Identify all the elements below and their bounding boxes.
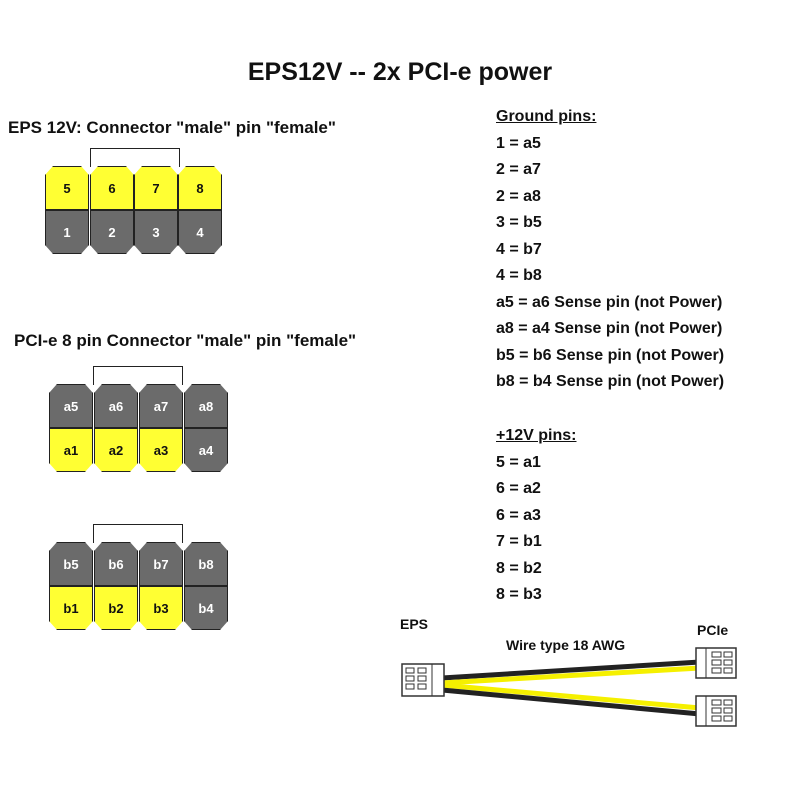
eps-pin-1: 1 — [45, 210, 89, 254]
pcie-pin-a8: a8 — [184, 384, 228, 428]
pcie-pin-b7: b7 — [139, 542, 183, 586]
pcie-pin-a7: a7 — [139, 384, 183, 428]
wires — [441, 659, 701, 717]
list-item: 2 = a8 — [496, 187, 541, 205]
pcie-pin-a1: a1 — [49, 428, 93, 472]
pcie-pin-b3: b3 — [139, 586, 183, 630]
list-item: b5 = b6 Sense pin (not Power) — [496, 346, 725, 364]
eps-pin-3: 3 — [134, 210, 178, 254]
pcie-b-latch — [93, 524, 183, 543]
eps-heading: EPS 12V: Connector "male" pin "female" — [8, 118, 336, 137]
cable-pcie-label: PCIe — [697, 622, 729, 638]
list-item: 5 = a1 — [496, 453, 541, 471]
pcie-pin-a6: a6 — [94, 384, 138, 428]
list-item: 8 = b2 — [496, 559, 542, 577]
list-item: 8 = b3 — [496, 586, 542, 603]
pcie-heading: PCI-e 8 pin Connector "male" pin "female… — [14, 331, 357, 350]
plus12v-pins-header: +12V pins: — [496, 427, 577, 444]
eps-pin-8: 8 — [178, 166, 222, 210]
eps-pin-6: 6 — [90, 166, 134, 210]
list-item: 6 = a2 — [496, 480, 541, 497]
pcie-plug-icon — [695, 647, 737, 679]
pcie-pin-a5: a5 — [49, 384, 93, 428]
eps-plug-icon — [401, 663, 445, 697]
plus12v-pins-list: +12V pins: 5 = a1 6 = a2 6 = a3 7 = b1 8… — [496, 423, 576, 609]
list-item: 1 = a5 — [496, 134, 541, 152]
list-item: a8 = a4 Sense pin (not Power) — [496, 320, 723, 337]
list-item: 7 = b1 — [496, 533, 542, 550]
eps-pin-5: 5 — [45, 166, 89, 210]
list-item: 2 = a7 — [496, 161, 541, 178]
eps-connector: 5 6 7 8 1 2 3 4 — [44, 146, 224, 256]
pcie-pin-b6: b6 — [94, 542, 138, 586]
list-item: b8 = b4 Sense pin (not Power) — [496, 373, 725, 390]
list-item: a5 = a6 Sense pin (not Power) — [496, 293, 723, 311]
list-item: 4 = b8 — [496, 267, 542, 284]
ground-pins-header: Ground pins: — [496, 108, 597, 125]
pcie-connector-a: a5 a6 a7 a8 a1 a2 a3 a4 — [48, 366, 232, 478]
split-cable-illustration — [401, 647, 737, 727]
pcie-connector-b: b5 b6 b7 b8 b1 b2 b3 b4 — [48, 524, 232, 636]
ground-pins-list: Ground pins: 1 = a5 2 = a7 2 = a8 3 = b5… — [496, 104, 724, 396]
pcie-pin-b8: b8 — [184, 542, 228, 586]
pcie-plug-icon — [695, 695, 737, 727]
eps-pin-7: 7 — [134, 166, 178, 210]
eps-pin-4: 4 — [178, 210, 222, 254]
pcie-pin-b4: b4 — [184, 586, 228, 630]
eps-pin-2: 2 — [90, 210, 134, 254]
pcie-pin-a2: a2 — [94, 428, 138, 472]
pcie-pin-a3: a3 — [139, 428, 183, 472]
diagram-title: EPS12V -- 2x PCI-e power — [247, 58, 553, 86]
eps-latch — [90, 148, 180, 167]
list-item: 3 = b5 — [496, 214, 542, 231]
pcie-a-latch — [93, 366, 183, 385]
pcie-pin-b2: b2 — [94, 586, 138, 630]
cable-wire-label: Wire type 18 AWG — [506, 637, 626, 653]
list-item: 4 = b7 — [496, 240, 542, 258]
cable-eps-label: EPS — [400, 616, 429, 632]
list-item: 6 = a3 — [496, 506, 541, 524]
pcie-pin-b1: b1 — [49, 586, 93, 630]
pcie-pin-b5: b5 — [49, 542, 93, 586]
pcie-pin-a4: a4 — [184, 428, 228, 472]
